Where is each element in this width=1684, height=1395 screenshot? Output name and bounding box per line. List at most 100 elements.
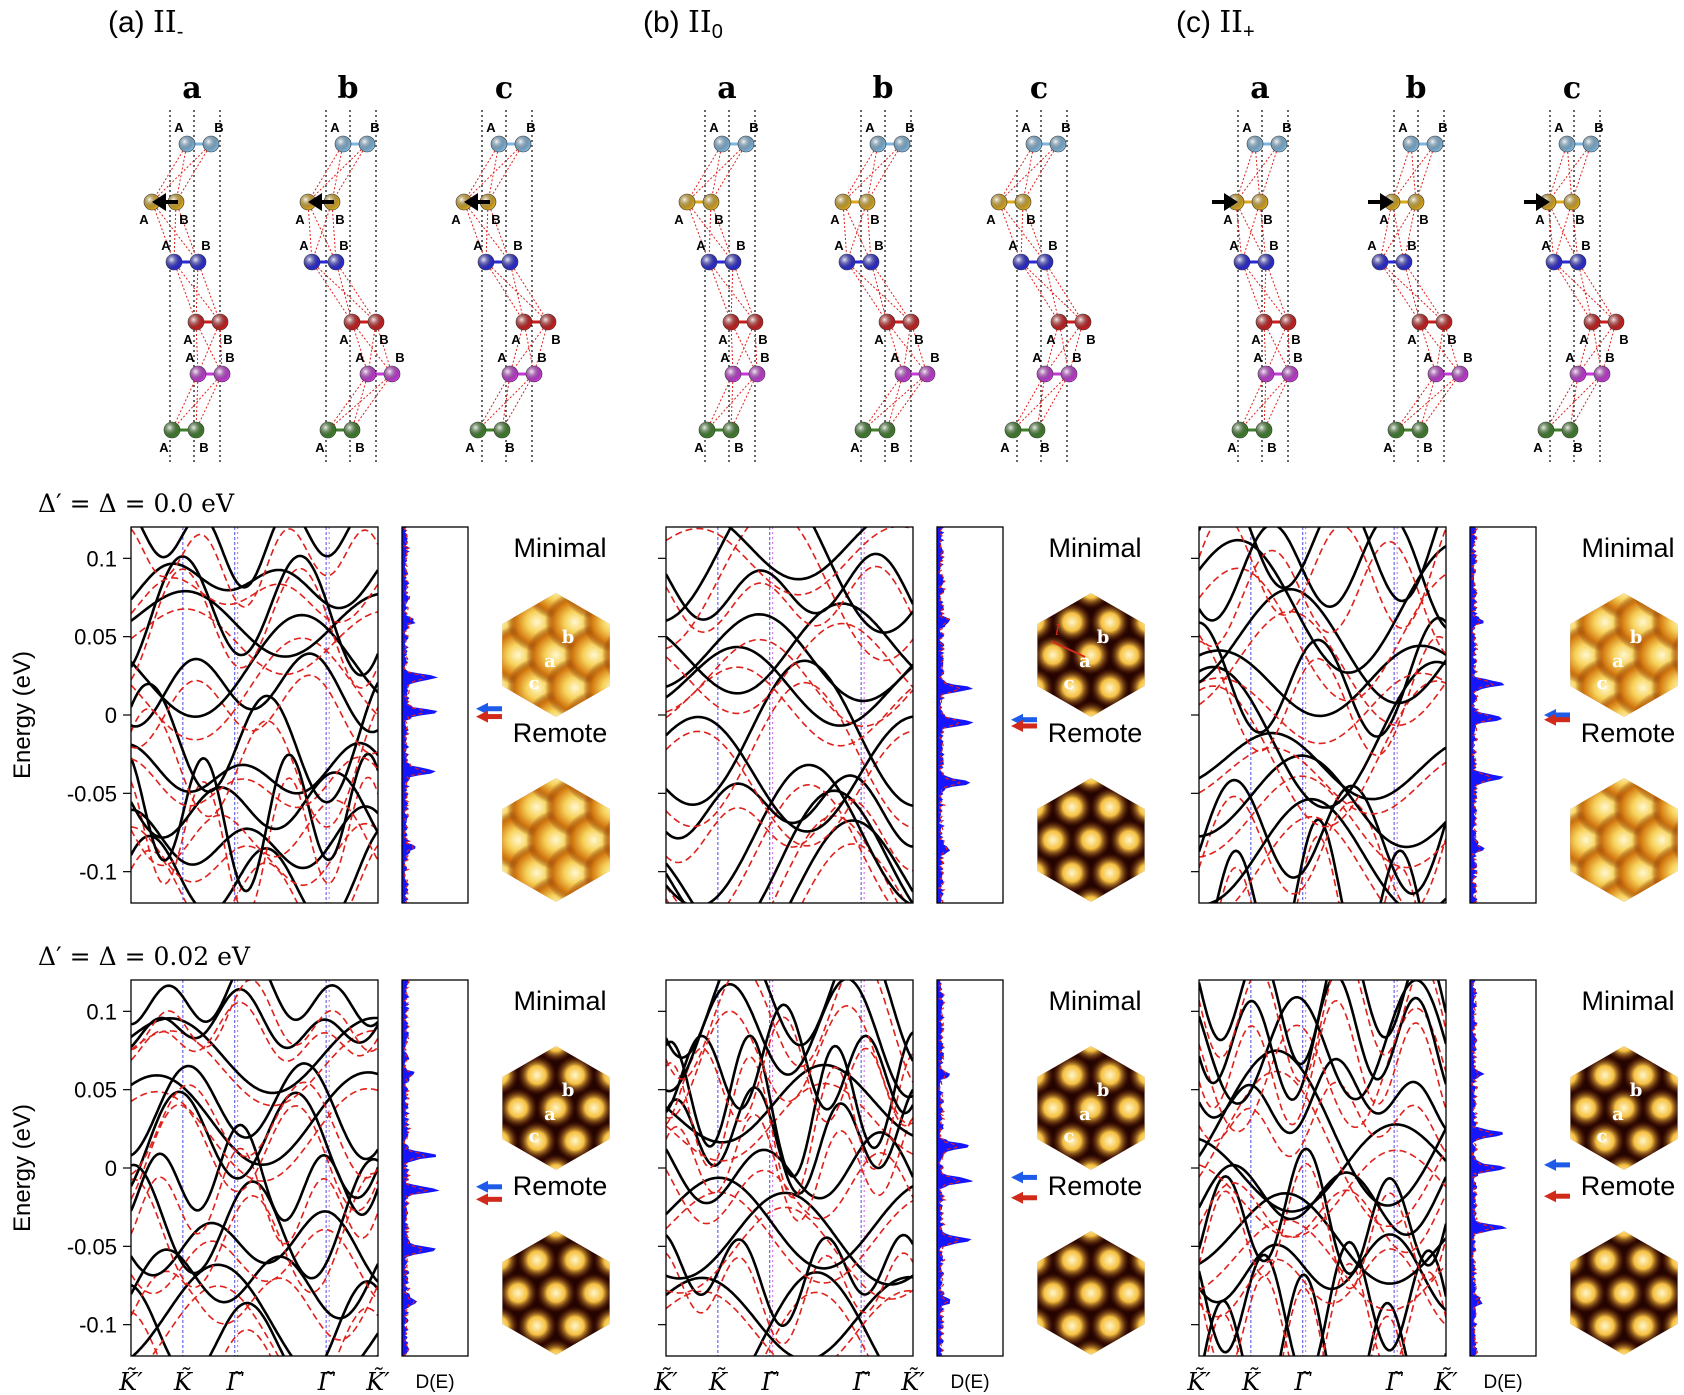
interlayer-bond [886,321,928,375]
density-blob [1147,1022,1187,1062]
atom-highlight [1559,136,1575,152]
interlayer-bond [197,261,221,323]
atom-highlight [895,366,911,382]
interlayer-bond [1241,201,1261,263]
density-blob [1499,843,1559,903]
interlayer-bond [173,261,221,323]
interlayer-bond [870,261,912,323]
atom-highlight [859,194,875,210]
site-label-a: A [451,212,461,227]
band-line [1205,797,1446,903]
density-blob [1480,559,1540,619]
density-blob [1642,1231,1678,1248]
density-blob [1604,1088,1644,1128]
interlayer-bond [1241,261,1265,323]
density-blob [1670,778,1678,805]
density-blob [583,778,610,838]
density-blob [1509,1055,1549,1095]
interlayer-bond [351,373,369,431]
density-blob [659,909,719,969]
dos-dashed [937,979,961,1357]
band-line-dashed [666,1151,913,1225]
interlayer-bond [1395,373,1437,431]
interlayer-bond [706,373,758,431]
interlayer-bond [509,321,549,375]
band-frame [130,526,379,904]
interlayer-bond [477,373,511,431]
k-tick-label: K̃′ [118,1368,143,1395]
site-label-a: A [486,120,496,135]
site-label-a: A [830,212,840,227]
atom-highlight [1427,136,1443,152]
site-c: c [1597,1126,1608,1147]
site-label-a: A [1229,238,1239,253]
site-label-a: A [1000,440,1010,455]
density-blob [976,602,1016,642]
density-blob [669,1306,709,1346]
band-line-dashed [131,1087,378,1182]
interlayer-bond [335,261,377,323]
density-blob [1128,852,1145,893]
density-blob [1147,635,1187,675]
interlayer-bond [351,321,393,375]
density-blob [479,1372,519,1395]
density-blob [1575,909,1635,969]
density-blob [583,593,610,653]
density-blob [365,989,405,1029]
interlayer-bond [998,143,1059,203]
band-line-dashed [666,681,913,829]
dos-dashed [1470,526,1495,904]
shift-arrow-head [464,193,478,211]
band-line-dashed [131,674,378,755]
site-label-a: A [1251,332,1261,347]
band-line-dashed [1199,1248,1446,1326]
interlayer-bond [1235,143,1280,203]
density-blob [574,1273,610,1313]
site-label-a: A [718,332,728,347]
site-label-a: A [1379,212,1389,227]
density-blob [1128,1305,1145,1346]
density-blob [1166,668,1206,708]
density-blob [564,593,610,620]
interlayer-bond [173,261,197,323]
band-line [1199,1191,1446,1285]
density-blob [612,1022,652,1062]
interlayer-bond [195,321,199,375]
atom-highlight [344,422,360,438]
atom-highlight [540,314,556,330]
density-blob [1223,701,1263,741]
atom-highlight [747,314,763,330]
dos-fill [1469,979,1508,1357]
atom-highlight [1608,314,1624,330]
atom-highlight [491,136,507,152]
interlayer-bond [197,321,221,375]
density-blob [517,1240,557,1281]
interlayer-bond [1577,321,1617,375]
band-line [131,1062,378,1161]
band-line [131,1210,378,1283]
density-blob [1185,820,1225,860]
dos-fill [401,979,440,1357]
density-blob [1037,820,1073,860]
density-blob [995,569,1035,609]
density-blob [995,754,1035,794]
y-tick-label: -0.1 [79,1313,117,1338]
band-line-dashed [131,776,378,903]
density-blob [900,536,940,576]
density-blob [431,592,491,652]
atom-highlight [478,254,494,270]
map-title-minimal: Minimal [1581,986,1674,1016]
density-blob [631,1187,671,1227]
atom-highlight [359,136,375,152]
interlayer-bond [842,143,903,203]
density-blob [441,1174,481,1214]
interlayer-bond [1577,261,1593,323]
atom-highlight [502,254,518,270]
band-line [753,1271,881,1356]
density-blob [1623,1055,1663,1096]
map-title-minimal: Minimal [513,533,606,563]
density-blob [612,1207,652,1247]
bands [131,980,378,1356]
y-tick-label: 0.1 [86,546,117,571]
